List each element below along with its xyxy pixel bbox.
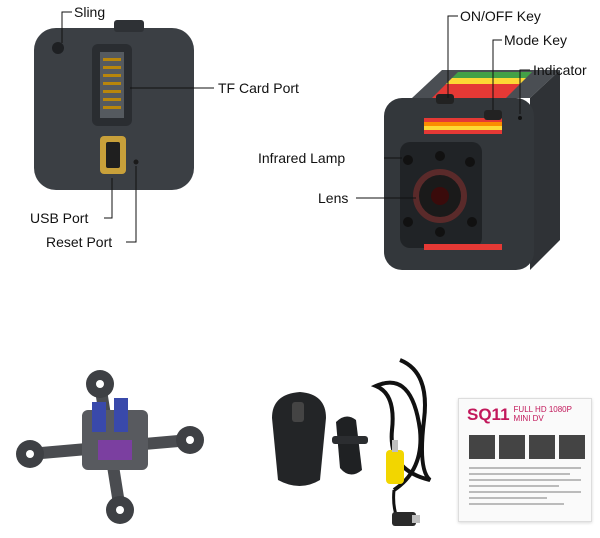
camera-front-view	[384, 70, 560, 270]
reset-hole	[133, 159, 139, 165]
label-sling: Sling	[74, 4, 106, 20]
label-usb-port: USB Port	[30, 210, 89, 226]
label-reset-port: Reset Port	[46, 234, 113, 250]
user-manual: SQ11 FULL HD 1080P MINI DV	[458, 398, 592, 522]
label-tf-card-port: TF Card Port	[218, 80, 299, 96]
indicator-light	[518, 116, 522, 120]
manual-text	[469, 467, 581, 505]
accessories	[272, 392, 368, 486]
mode-key	[484, 110, 502, 120]
manual-images	[469, 435, 585, 459]
sling-hole	[52, 42, 64, 54]
manual-model: SQ11	[467, 405, 510, 424]
label-lens: Lens	[318, 190, 349, 206]
label-indicator: Indicator	[533, 62, 587, 78]
manual-subtitle-1: FULL HD 1080P	[513, 405, 572, 414]
label-on-off-key: ON/OFF Key	[460, 8, 541, 24]
av-cable	[370, 358, 432, 526]
drone-frame	[16, 370, 204, 524]
callout-lines	[61, 11, 530, 243]
label-infrared-lamp: Infrared Lamp	[258, 150, 346, 166]
manual-subtitle-2: MINI DV	[513, 414, 544, 423]
infrared-lamps	[403, 151, 477, 237]
on-off-key	[436, 94, 454, 104]
label-mode-key: Mode Key	[504, 32, 568, 48]
